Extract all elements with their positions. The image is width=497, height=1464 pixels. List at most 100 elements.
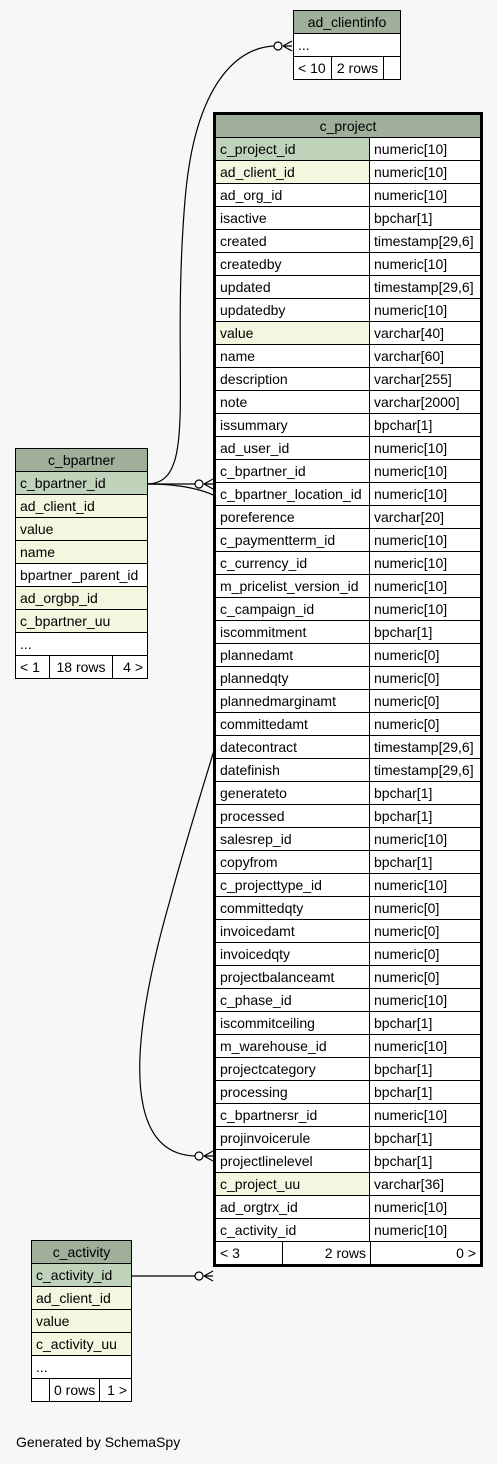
column-name: c_bpartner_location_id: [214, 482, 370, 506]
column-type: varchar[36]: [369, 1172, 482, 1196]
column-name: ...: [30, 1355, 133, 1379]
column-name: projectcategory: [214, 1057, 370, 1081]
table-row[interactable]: name: [15, 540, 148, 564]
table-title[interactable]: c_project: [214, 113, 482, 138]
column-name: ...: [15, 632, 148, 656]
table-row[interactable]: bpartner_parent_id: [15, 563, 148, 587]
nav-children[interactable]: [382, 56, 402, 80]
table-row[interactable]: value: [15, 517, 148, 541]
nav-children[interactable]: 1 >: [98, 1378, 133, 1402]
nav-children[interactable]: 4 >: [112, 655, 148, 679]
table-title[interactable]: ad_clientinfo: [292, 10, 402, 34]
table-row[interactable]: ...: [15, 632, 148, 656]
row-count: 2 rows: [282, 1242, 371, 1264]
column-name: plannedamt: [214, 643, 370, 667]
table-ad-clientinfo[interactable]: ad_clientinfo ... < 10 2 rows: [292, 10, 402, 80]
table-row[interactable]: c_bpartner_uu: [15, 609, 148, 633]
row-count: 18 rows: [49, 655, 113, 679]
table-row[interactable]: c_activity_uu: [30, 1332, 133, 1356]
column-name: copyfrom: [214, 850, 370, 874]
column-name: ad_client_id: [30, 1286, 133, 1310]
column-type: bpchar[1]: [369, 1011, 482, 1035]
column-type: numeric[10]: [369, 1103, 482, 1127]
nav-children[interactable]: 0 >: [456, 1245, 476, 1261]
column-name: updatedby: [214, 298, 370, 322]
crowfoot-marker: [203, 478, 214, 490]
table-row[interactable]: ad_client_id: [30, 1286, 133, 1310]
table-row[interactable]: ad_client_id: [15, 494, 148, 518]
column-name: c_paymentterm_id: [214, 528, 370, 552]
table-title[interactable]: c_bpartner: [15, 448, 148, 472]
table-row[interactable]: ad_orgbp_id: [15, 586, 148, 610]
column-name: issummary: [214, 413, 370, 437]
nav-parents[interactable]: < 3: [216, 1242, 283, 1264]
column-type: timestamp[29,6]: [369, 758, 482, 782]
column-type: numeric[0]: [369, 919, 482, 943]
table-title[interactable]: c_activity: [30, 1240, 133, 1264]
table-row[interactable]: ...: [30, 1355, 133, 1379]
table-row[interactable]: value: [30, 1309, 133, 1333]
column-name: datefinish: [214, 758, 370, 782]
column-name: bpartner_parent_id: [15, 563, 148, 587]
table-row[interactable]: c_bpartner_id: [15, 471, 148, 495]
row-count: 2 rows: [331, 56, 384, 80]
column-name: iscommitceiling: [214, 1011, 370, 1035]
nav-parents[interactable]: < 10: [293, 56, 332, 80]
column-type: numeric[10]: [369, 988, 482, 1012]
table-row[interactable]: c_activity_id: [30, 1263, 133, 1287]
nav-parents[interactable]: < 1: [15, 655, 50, 679]
nav-parents[interactable]: [31, 1378, 50, 1402]
